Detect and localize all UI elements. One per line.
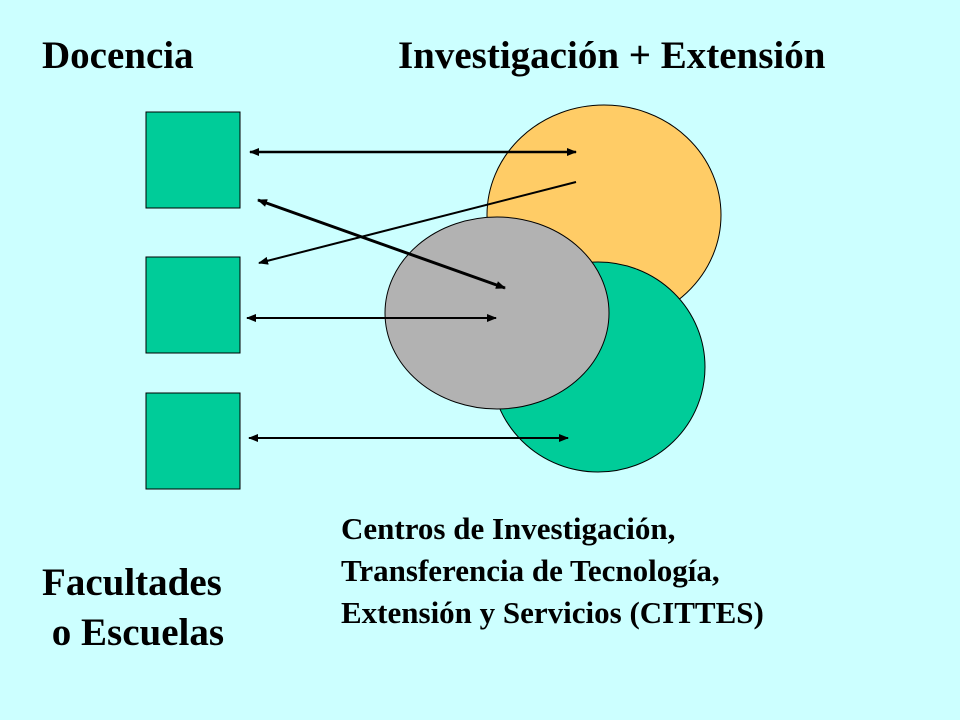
- centers-label-line3: Extensión y Servicios (CITTES): [341, 595, 764, 630]
- heading-research-extension: Investigación + Extensión: [398, 34, 826, 77]
- faculty-box-1: [145, 111, 241, 209]
- centers-label: Centros de Investigación, Transferencia …: [341, 508, 764, 634]
- arrow-box1-to-gray: [257, 198, 506, 290]
- faculties-label: Facultades o Escuelas: [42, 558, 224, 658]
- heading-teaching: Docencia: [42, 34, 194, 77]
- faculties-label-line2: o Escuelas: [42, 611, 225, 654]
- centers-label-line2: Transferencia de Tecnología,: [341, 553, 720, 588]
- faculty-box-3: [145, 392, 241, 490]
- faculty-box-2: [145, 256, 241, 354]
- faculties-label-line1: Facultades: [42, 561, 222, 604]
- centers-label-line1: Centros de Investigación,: [341, 511, 676, 546]
- services-circle-gray: [384, 216, 610, 410]
